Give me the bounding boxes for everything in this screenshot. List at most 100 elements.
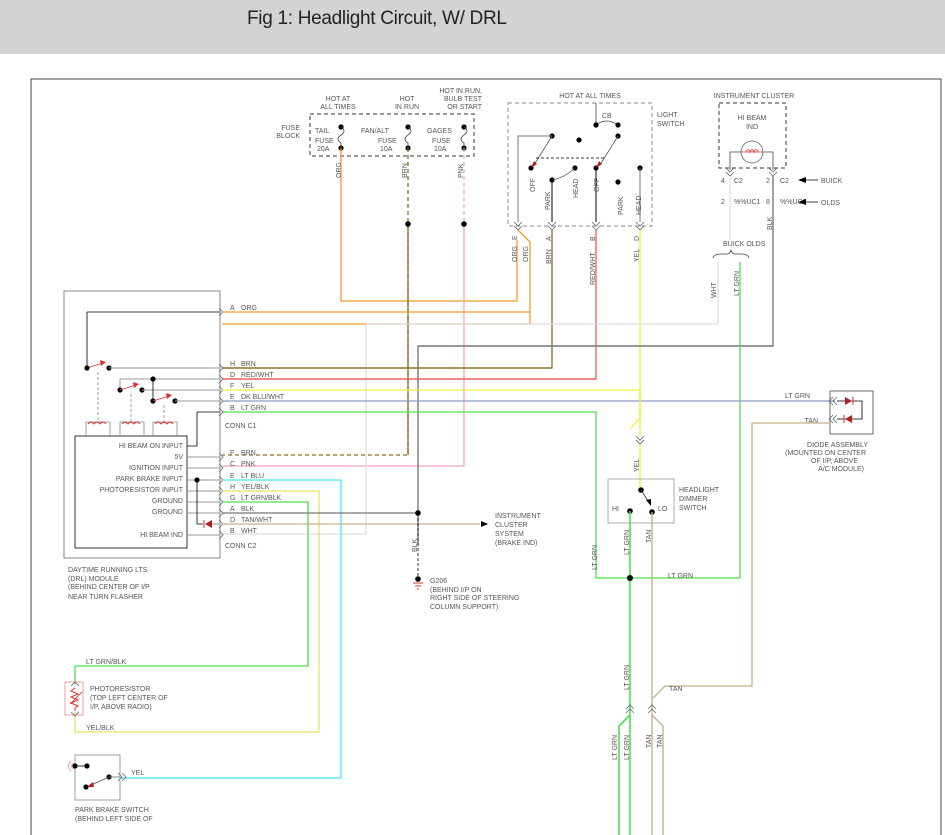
connector-tan [647, 704, 657, 714]
drl-input-label: GROUND [152, 509, 183, 516]
pin-letter: E [230, 473, 235, 480]
connector-chevron [218, 452, 224, 462]
connector-chevron [218, 463, 224, 473]
buick-olds-label: BUICK OLDS [723, 241, 766, 248]
brake-ind-label-3: SYSTEM [495, 531, 524, 538]
wire-label-ltgrn-loop: LT GRN [668, 573, 693, 580]
pin-letter: A [230, 305, 235, 312]
ground-label-3: RIGHT SIDE OF STEERING [430, 595, 519, 602]
source-label-gages-3: OR START [447, 104, 482, 111]
position-head-2: HEAD [636, 196, 643, 215]
dimmer-label-2: DIMMER [679, 496, 707, 503]
wire-label-brn-a: BRN [546, 249, 553, 264]
instrument-cluster-title: INSTRUMENT CLUSTER [714, 93, 794, 100]
drl-input-label: HI BEAM ON INPUT [119, 443, 184, 450]
splice-pnk [461, 221, 467, 227]
connector-ltgrn [625, 704, 635, 714]
wire-label-yel-parkbrake: YEL [131, 770, 144, 777]
ground-icon [413, 582, 423, 590]
pin-wire-color: YEL [241, 383, 254, 390]
pin-wire-color: LT GRN/BLK [241, 495, 282, 502]
pin-letter: B [230, 528, 235, 535]
light-switch-source-label: HOT AT ALL TIMES [559, 93, 621, 100]
conn-uc2: %%UC2 [780, 199, 807, 206]
diode-assembly-label-4: A/C MODULE) [818, 466, 864, 473]
wire-pnk-gages [222, 224, 465, 467]
wire-label-yel: YEL [634, 249, 641, 262]
diode-icon-1 [845, 397, 852, 405]
wire-label-pnk: PNK [458, 163, 465, 178]
wire-label-ltgrn-left: LT GRN [592, 545, 599, 570]
pin-letter: F [230, 383, 234, 390]
instrument-cluster: INSTRUMENT CLUSTER HI BEAM IND 4 C2 2 C2… [712, 93, 843, 259]
pin-2-right: 2 [766, 178, 770, 185]
pin-8: 8 [766, 199, 770, 206]
conn-c2-left: C2 [734, 178, 743, 185]
light-switch-label: LIGHT [657, 112, 678, 119]
wire-blk-cluster [417, 176, 774, 545]
wire-ltblu-c2 [120, 479, 342, 779]
source-label-fanalt: HOT [400, 96, 416, 103]
wire-label-org-2: ORG [523, 246, 530, 262]
light-switch-label-2: SWITCH [657, 121, 685, 128]
pin-a: A [546, 236, 553, 241]
wire-label-ltgrn-hi: LT GRN [624, 530, 631, 555]
figure-header: Fig 1: Headlight Circuit, W/ DRL [0, 0, 945, 54]
hi-beam-ind-label: HI BEAM [738, 115, 767, 122]
source-label-tail: HOT AT [326, 96, 351, 103]
wire-label-tan-lower: TAN [669, 686, 682, 693]
pin-letter: H [230, 484, 235, 491]
brake-ind-label: INSTRUMENT [495, 513, 542, 520]
fuse-rating: 10A [434, 146, 447, 153]
fuse-label: FUSE [432, 138, 451, 145]
source-label-fanalt-2: IN RUN [395, 104, 419, 111]
wire-label-brn: BRN [402, 163, 409, 178]
wire-label-org: ORG [336, 162, 343, 178]
ground-g206: BLK G206 (BEHIND I/P ON RIGHT SIDE OF ST… [412, 510, 519, 611]
park-brake-label: PARK BRAKE SWITCH [75, 807, 149, 814]
pin-d: D [634, 236, 641, 241]
pin-wire-color: BRN [241, 450, 256, 457]
drl-caption: DAYTIME RUNNING LTS [68, 567, 148, 574]
pin-b: B [590, 236, 597, 241]
drl-input-label: IGNITION INPUT [129, 465, 184, 472]
wire-tan-diode [652, 422, 829, 699]
dimmer-lo-label: LO [658, 506, 668, 513]
drl-input-label: GROUND [152, 498, 183, 505]
wire-label-tan-diode: TAN [805, 418, 818, 425]
fuse-name: GAGES [427, 128, 452, 135]
pin-letter: E [230, 394, 235, 401]
fuse-fanalt: FAN/ALT FUSE 10A [361, 124, 412, 153]
wire-label-org-e: ORG [512, 246, 519, 262]
pin-letter: D [230, 372, 235, 379]
fuse-label: FUSE [315, 138, 334, 145]
drl-input-label: 5V [174, 454, 183, 461]
position-off-2: OFF [594, 178, 601, 192]
wire-wht-cluster [222, 262, 719, 535]
wire-brn-fanalt [222, 148, 409, 456]
pin-wire-color: ORG [241, 305, 257, 312]
fuse-rating: 10A [380, 146, 393, 153]
fuse-label: FUSE [378, 138, 397, 145]
drl-input-label: HI BEAM IND [140, 532, 183, 539]
diode-icon-2 [845, 415, 852, 423]
hi-beam-ind-label-2: IND [746, 124, 758, 131]
relay-coil-3 [152, 421, 178, 436]
pin-letter: H [230, 361, 235, 368]
connector-chevron [218, 407, 224, 417]
diagram-frame [30, 78, 942, 835]
wire-org-tail [340, 148, 518, 302]
fuse-rating: 20A [317, 146, 330, 153]
buick-tag: BUICK [821, 178, 843, 185]
pin-wire-color: YEL/BLK [241, 484, 270, 491]
position-park-2: PARK [618, 196, 625, 215]
wire-label-ltgrn-lower-3: LT GRN [624, 735, 631, 760]
pin-letter: F [230, 450, 234, 457]
pin-wire-color: BRN [241, 361, 256, 368]
pin-wire-color: PNK [241, 461, 256, 468]
relay-coil-2 [119, 421, 145, 436]
fuse-tail: TAIL FUSE 20A [315, 124, 345, 153]
splice-brn [405, 221, 411, 227]
